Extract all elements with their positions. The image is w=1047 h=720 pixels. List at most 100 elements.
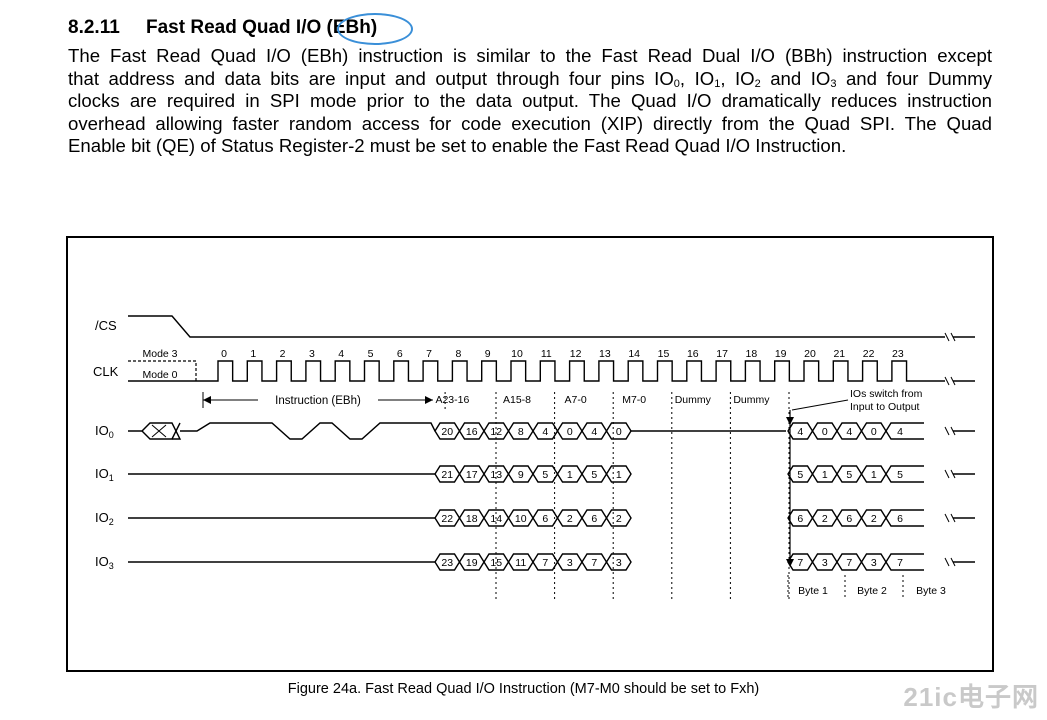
paragraph-text: , IO <box>679 67 715 89</box>
signal-label-io: IO3 <box>95 554 114 571</box>
address-bit-value: 1 <box>616 469 622 481</box>
data-bit-value: 2 <box>822 513 828 525</box>
signal-label-cs: /CS <box>95 318 117 333</box>
address-bit-value: 8 <box>518 426 524 438</box>
address-bit-value: 12 <box>490 426 502 438</box>
paragraph-text: and IO <box>760 67 831 89</box>
paragraph-text: that address and data bits are input and… <box>68 67 674 89</box>
paragraph-text: , IO <box>720 67 755 89</box>
data-bit-cell <box>885 422 924 440</box>
address-bit-cell <box>605 553 632 571</box>
paragraph-line: that address and data bits are input and… <box>68 68 992 91</box>
address-bit-value: 10 <box>515 513 527 525</box>
dont-care-x <box>151 424 167 438</box>
address-bit-value: 6 <box>591 513 597 525</box>
arrow-head <box>786 417 794 425</box>
io-switch-pointer <box>791 399 849 411</box>
address-bit-value: 21 <box>441 469 453 481</box>
data-bit-cell <box>885 509 924 527</box>
data-bit-value: 7 <box>897 557 903 569</box>
clock-number: 23 <box>892 348 904 360</box>
address-bit-value: 20 <box>441 426 453 438</box>
clk-waveform <box>128 360 945 382</box>
phase-label: A23-16 <box>435 394 469 406</box>
signal-label-io: IO2 <box>95 510 114 527</box>
phase-label: A7-0 <box>565 394 587 406</box>
address-bit-value: 2 <box>567 513 573 525</box>
subscript: 1 <box>714 77 721 90</box>
mode3-label: Mode 3 <box>142 348 177 360</box>
io0-x-region <box>141 422 181 440</box>
io0-x-region <box>128 422 182 440</box>
clock-number: 10 <box>511 348 523 360</box>
subscript: 0 <box>673 77 680 90</box>
clock-number: 5 <box>368 348 374 360</box>
address-bit-value: 22 <box>441 513 453 525</box>
address-bit-value: 7 <box>542 557 548 569</box>
address-bit-value: 7 <box>591 557 597 569</box>
byte-label: Byte 2 <box>857 585 887 597</box>
paragraph-line: Enable bit (QE) of Status Register-2 mus… <box>68 135 847 157</box>
address-bit-value: 13 <box>490 469 502 481</box>
clock-number: 13 <box>599 348 611 360</box>
mode0-label: Mode 0 <box>142 369 177 381</box>
clock-number: 3 <box>309 348 315 360</box>
data-bit-value: 5 <box>797 469 803 481</box>
paragraph-text: and four Dummy <box>836 67 993 89</box>
ebh-highlight-circle <box>337 13 413 45</box>
data-bit-value: 5 <box>846 469 852 481</box>
address-bit-value: 18 <box>466 513 478 525</box>
description-paragraph: The Fast Read Quad I/O (EBh) instruction… <box>68 45 992 158</box>
clock-number: 6 <box>397 348 403 360</box>
address-bit-value: 4 <box>542 426 548 438</box>
address-bit-value: 19 <box>466 557 478 569</box>
clock-number: 7 <box>426 348 432 360</box>
clock-number: 4 <box>338 348 344 360</box>
clock-number: 2 <box>280 348 286 360</box>
section-title: Fast Read Quad I/O (EBh) <box>146 17 378 38</box>
data-bit-value: 4 <box>846 426 852 438</box>
clock-number: 11 <box>541 348 552 360</box>
clock-number: 22 <box>863 348 875 360</box>
paragraph-line: The Fast Read Quad I/O (EBh) instruction… <box>68 45 992 66</box>
clock-number: 1 <box>250 348 256 360</box>
address-bit-value: 6 <box>542 513 548 525</box>
signal-label-clk: CLK <box>93 364 119 379</box>
data-bit-value: 5 <box>897 469 903 481</box>
address-bit-value: 5 <box>591 469 597 481</box>
address-bit-value: 16 <box>466 426 478 438</box>
figure-caption: Figure 24a. Fast Read Quad I/O Instructi… <box>287 681 760 697</box>
address-bit-value: 15 <box>490 557 502 569</box>
clock-number: 21 <box>833 348 845 360</box>
data-bit-value: 2 <box>871 513 877 525</box>
io-switch-note: Input to Output <box>850 401 920 413</box>
paragraph-line: overhead allowing faster random access f… <box>68 112 992 134</box>
arrow-head <box>203 396 211 404</box>
clock-number: 0 <box>221 348 227 360</box>
clock-number: 8 <box>455 348 461 360</box>
address-bit-value: 14 <box>490 513 502 525</box>
clock-number: 14 <box>628 348 640 360</box>
phase-label: Dummy <box>733 394 770 406</box>
cs-waveform <box>128 315 945 338</box>
instruction-label: Instruction (EBh) <box>275 395 361 407</box>
data-bit-value: 0 <box>822 426 828 438</box>
paragraph-line: clocks are required in SPI mode prior to… <box>68 90 992 112</box>
data-bit-value: 6 <box>797 513 803 525</box>
phase-label: A15-8 <box>503 394 531 406</box>
clock-number: 9 <box>485 348 491 360</box>
signal-label-io: IO1 <box>95 466 114 483</box>
address-bit-value: 2 <box>616 513 622 525</box>
data-bit-value: 0 <box>871 426 877 438</box>
clock-number: 19 <box>775 348 787 360</box>
data-bit-value: 1 <box>822 469 828 481</box>
address-bit-value: 0 <box>616 426 622 438</box>
address-bit-cell <box>605 509 632 527</box>
clock-number: 12 <box>570 348 582 360</box>
address-bit-value: 4 <box>591 426 597 438</box>
address-bit-value: 17 <box>466 469 478 481</box>
clock-number: 20 <box>804 348 816 360</box>
data-bit-value: 4 <box>797 426 803 438</box>
address-bit-value: 23 <box>441 557 453 569</box>
